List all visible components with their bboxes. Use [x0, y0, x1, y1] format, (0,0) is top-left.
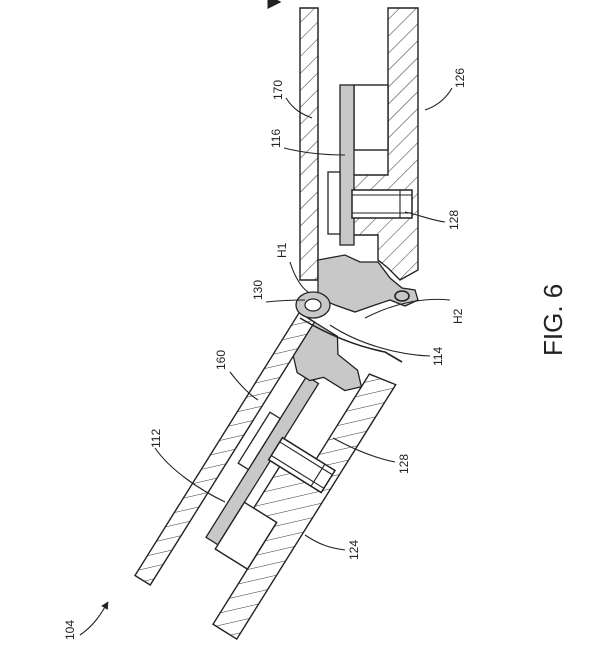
label-116: 116	[269, 129, 283, 148]
label-112: 112	[149, 429, 163, 448]
label-130: 130	[251, 280, 265, 300]
hinge-130	[295, 291, 403, 363]
label-104: 104	[63, 620, 77, 640]
block-116	[353, 84, 389, 151]
lower-housing	[134, 311, 397, 641]
label-160: 160	[214, 350, 228, 370]
label-128-upper: 128	[447, 210, 461, 230]
block-lower	[214, 501, 278, 571]
screw-128-upper	[351, 189, 413, 219]
leader-lines	[79, 87, 453, 636]
label-h1: H1	[275, 242, 289, 258]
label-126: 126	[453, 68, 467, 88]
cover-170	[299, 7, 319, 281]
label-170: 170	[271, 80, 285, 100]
plate-upper	[339, 84, 355, 246]
bracket-upper	[317, 254, 419, 313]
cover-160	[134, 311, 316, 586]
label-h2: H2	[451, 308, 465, 324]
screw-plate-lower	[237, 411, 282, 471]
label-124: 124	[347, 540, 361, 560]
upper-housing	[299, 7, 419, 313]
figure-caption: FIG. 6	[538, 284, 568, 356]
screw-128-lower	[267, 436, 337, 494]
label-128-lower: 128	[397, 454, 411, 474]
screw-plate-upper	[327, 171, 341, 235]
reference-labels: 170 126 116 128 H1 130 H2 114 160 128 11…	[63, 68, 467, 640]
bracket-lower	[292, 321, 363, 392]
label-114: 114	[431, 347, 445, 366]
